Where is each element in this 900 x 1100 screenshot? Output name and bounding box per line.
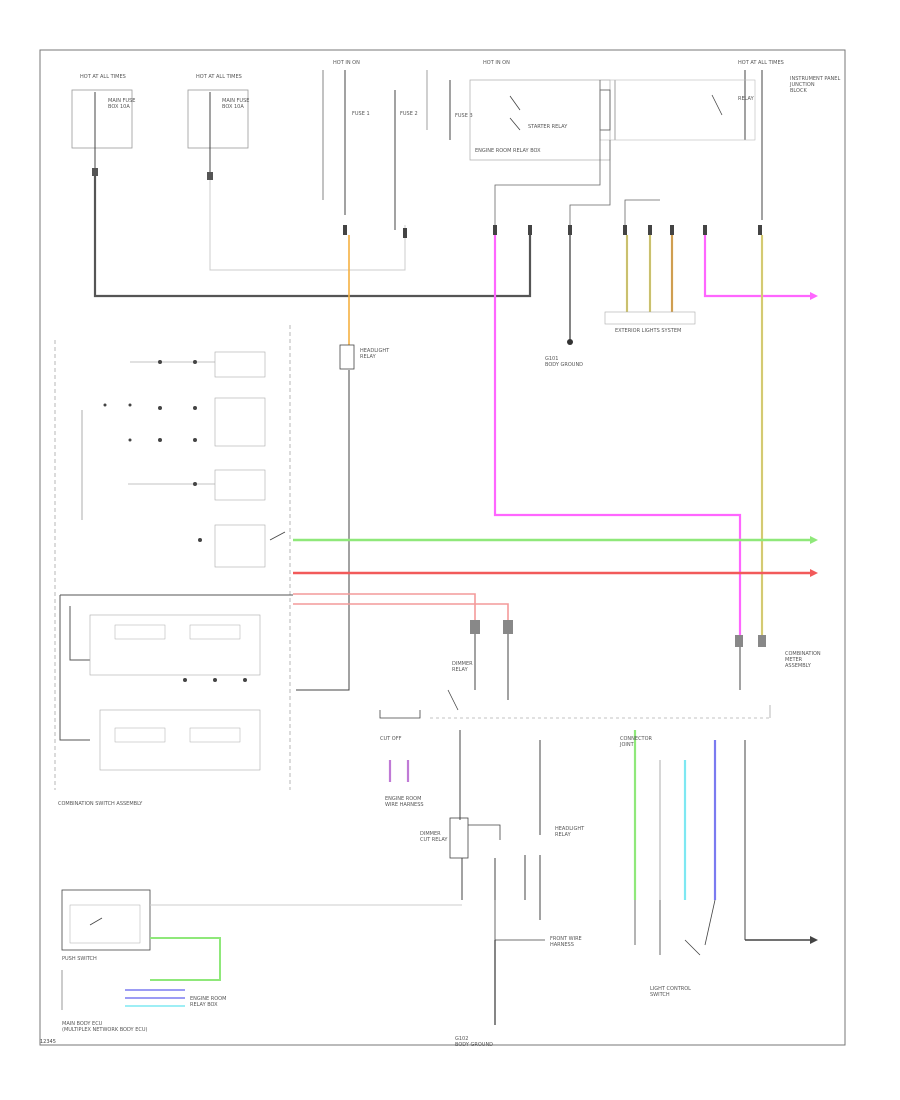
starter-relay-label: STARTER RELAY xyxy=(528,124,568,130)
fuse-block-left: HOT AT ALL TIMES HOT AT ALL TIMES MAIN F… xyxy=(71,74,249,180)
exterior-lights-wires: EXTERIOR LIGHTS SYSTEM xyxy=(604,235,696,334)
fuse-f6-name: RELAY xyxy=(738,96,755,102)
exterior-lights-label: EXTERIOR LIGHTS SYSTEM xyxy=(615,328,681,334)
combination-switch-label: COMBINATION SWITCH ASSEMBLY xyxy=(58,801,143,807)
push-switch-label: PUSH SWITCH xyxy=(62,956,97,962)
connector-row-top xyxy=(343,225,762,238)
combination-switch: COMBINATION SWITCH ASSEMBLY xyxy=(54,325,291,807)
wire-black-bus xyxy=(93,176,532,298)
fuse-f3-name: FUSE 1 xyxy=(352,111,370,117)
fuse-f5-name: FUSE 3 xyxy=(455,113,473,119)
page-id: 12345 xyxy=(40,1039,56,1045)
fuse-block-center: HOT IN ON HOT IN ON FUSE 1 FUSE 2 FUSE 3… xyxy=(322,60,840,230)
fuse-f6-top: HOT AT ALL TIMES xyxy=(738,60,784,66)
relay-box-label: ENGINE ROOM RELAY BOX xyxy=(475,148,541,154)
fuse-f5-top: HOT IN ON xyxy=(483,60,510,66)
cutoff-label: CUT OFF xyxy=(380,736,402,742)
fuse-f4-name: FUSE 2 xyxy=(400,111,418,117)
wire-gray-left xyxy=(209,180,406,271)
fuse-f1-top: HOT AT ALL TIMES xyxy=(80,74,126,80)
diagram-frame xyxy=(39,49,846,1046)
fuse-f3-top: HOT IN ON xyxy=(333,60,360,66)
wire-pink-main xyxy=(493,235,742,635)
wire-salmon-1 xyxy=(293,593,476,625)
fuse-f2-top: HOT AT ALL TIMES xyxy=(196,74,242,80)
wire-arrow-icon xyxy=(810,292,818,300)
wire-salmon-2 xyxy=(293,603,509,625)
wire-pink-top xyxy=(703,235,810,298)
main-body-ecu-label: MAIN BODY ECU(MULTIPLEX NETWORK BODY ECU… xyxy=(62,1021,148,1033)
ground-icon xyxy=(567,339,573,345)
